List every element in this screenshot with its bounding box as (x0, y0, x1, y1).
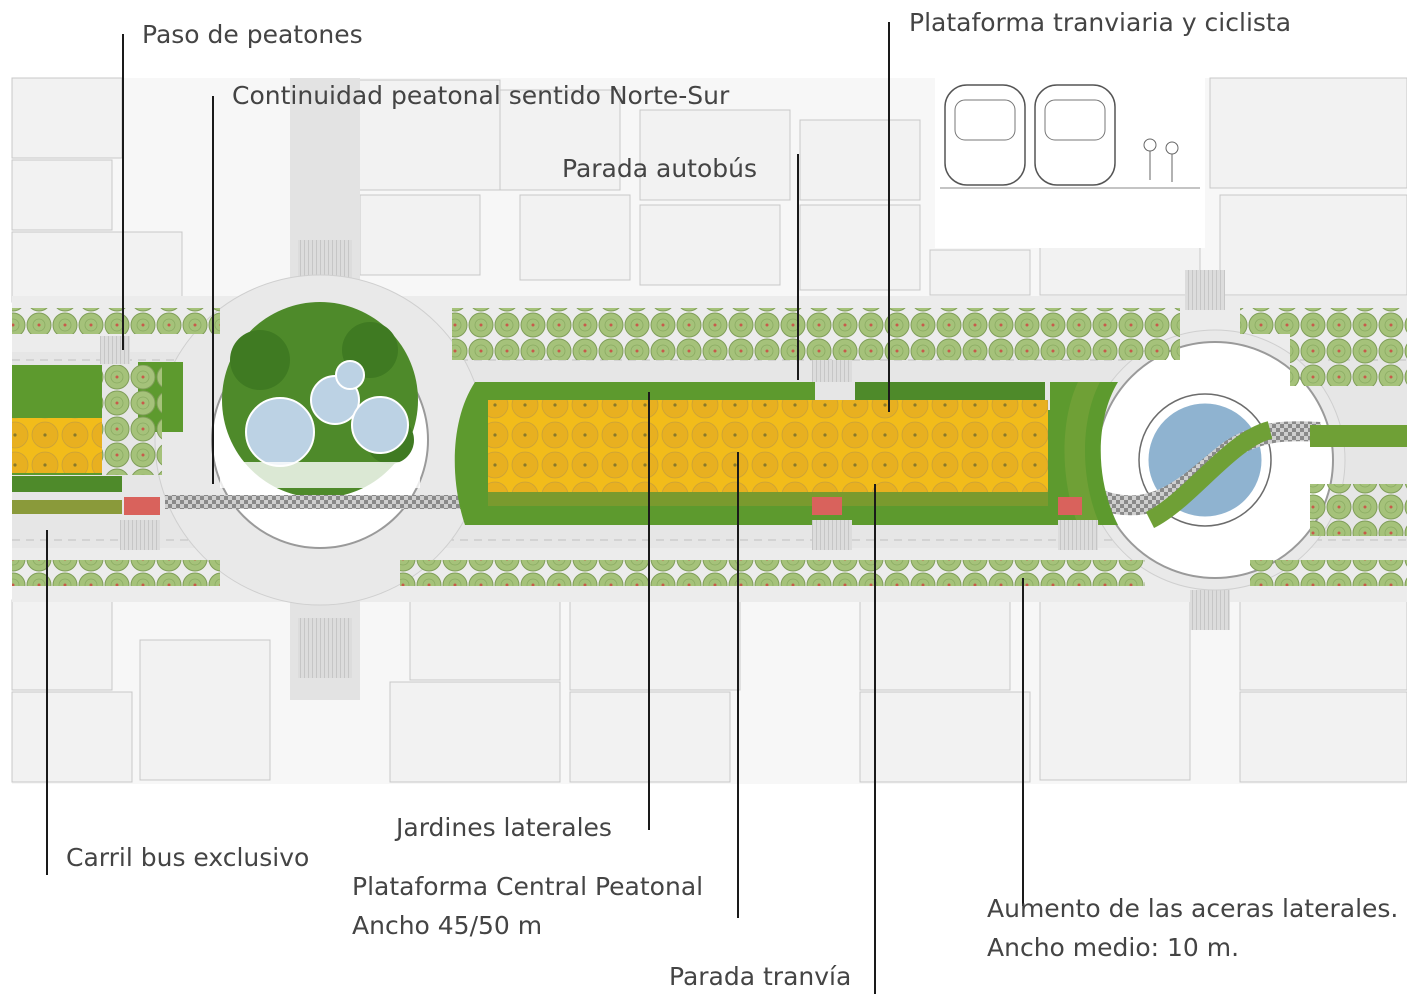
crossing-west (124, 497, 160, 515)
tree-row-south-center (400, 560, 1145, 586)
label-paso-peatones: Paso de peatones (142, 20, 363, 49)
cross-street-east (1185, 270, 1225, 310)
label-jardines-laterales: Jardines laterales (396, 813, 612, 842)
crossing-east (1058, 497, 1082, 515)
label-parada-autobus: Parada autobús (562, 154, 758, 183)
leader-parada-autobus (797, 154, 799, 380)
label-aumento-aceras: Aumento de las aceras laterales. (987, 894, 1399, 923)
label-carril-bus: Carril bus exclusivo (66, 843, 310, 872)
fountain-west-c (351, 396, 409, 454)
tree-row-north-center (452, 308, 1180, 360)
central-yellow-platform (488, 400, 1048, 492)
tree-row-south-east (1250, 560, 1407, 586)
tree-row-north-west (12, 308, 220, 334)
label-plataforma-central-ancho: Ancho 45/50 m (352, 911, 543, 940)
leader-continuidad (212, 96, 214, 484)
fountain-west-a (245, 397, 315, 467)
buildings-south (11, 599, 1407, 783)
leader-plataforma-tranviaria (888, 22, 890, 412)
tree-row-south-west (12, 560, 220, 586)
leader-parada-tranvia (874, 484, 876, 994)
tree-row-north-east (1240, 308, 1407, 334)
label-plataforma-central: Plataforma Central Peatonal (352, 872, 704, 901)
label-plataforma-tranviaria: Plataforma tranviaria y ciclista (909, 8, 1292, 37)
label-parada-tranvia: Parada tranvía (669, 962, 852, 991)
leader-plataforma-central (737, 452, 739, 918)
tram-section-inset (935, 78, 1205, 248)
leader-carril-bus (46, 530, 48, 875)
label-continuidad-peatonal: Continuidad peatonal sentido Norte-Sur (232, 81, 730, 110)
buildings-north (11, 77, 1407, 303)
crossing-center (812, 497, 842, 515)
label-aumento-aceras-ancho: Ancho medio: 10 m. (987, 933, 1240, 962)
leader-paso-peatones (122, 34, 124, 350)
leader-jardines (648, 392, 650, 830)
west-yellow-platform (12, 418, 102, 473)
leader-aumento-aceras (1022, 578, 1024, 906)
tree-cluster-west (102, 365, 162, 475)
